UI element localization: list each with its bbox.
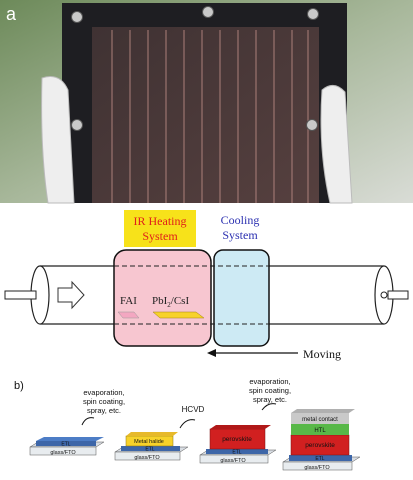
panel-a-photo: a bbox=[0, 0, 413, 204]
cooling-label-line2: System bbox=[222, 228, 258, 242]
right-glove bbox=[320, 85, 353, 204]
cooling-zone bbox=[213, 249, 270, 347]
ir-heating-label-line1: IR Heating bbox=[134, 214, 187, 228]
inlet-pipe bbox=[4, 290, 37, 300]
stack-4: metal contact HTL perovskite ETL glass/F… bbox=[282, 409, 361, 471]
panel-b: b) evaporation, spin coating, spray, etc… bbox=[14, 377, 361, 471]
stack2-etl: ETL bbox=[145, 447, 154, 453]
stack1-etl: ETL bbox=[61, 442, 70, 448]
step1-text-line1: evaporation, bbox=[83, 388, 124, 397]
module-cell-lines bbox=[111, 30, 309, 203]
step3-arrow-icon bbox=[261, 403, 277, 411]
step3-text-line3: spray, etc. bbox=[253, 395, 287, 404]
step1-arrow-icon bbox=[81, 417, 95, 426]
stack4-htl: HTL bbox=[314, 428, 326, 434]
stack-3: perovskite ETL glass/FTO bbox=[199, 425, 277, 464]
fai-label: FAI bbox=[120, 295, 137, 307]
step1-text-line2: spin coating, bbox=[83, 397, 125, 406]
stack-2: Metal halide ETL glass/FTO bbox=[114, 432, 189, 461]
stack3-etl: ETL bbox=[232, 450, 241, 456]
stack4-metal-contact: metal contact bbox=[302, 417, 338, 423]
step1-text-line3: spray, etc. bbox=[87, 406, 121, 415]
panel-a-label: a bbox=[6, 4, 17, 24]
stack4-glass: glass/FTO bbox=[304, 465, 330, 471]
stack4-perovskite: perovskite bbox=[305, 442, 335, 449]
tube-center-mark bbox=[380, 291, 388, 299]
step3-text-line1: evaporation, bbox=[249, 377, 290, 386]
step2-text: HCVD bbox=[182, 405, 205, 414]
pbi-csi-sample bbox=[152, 311, 205, 319]
left-glove bbox=[41, 76, 75, 204]
moving-arrow-icon bbox=[207, 349, 216, 357]
pbi-label: PbI2/CsI bbox=[152, 295, 189, 309]
ir-heating-zone bbox=[113, 249, 212, 347]
ir-heating-label-box bbox=[124, 210, 196, 247]
moving-label: Moving bbox=[303, 347, 341, 361]
stack2-glass: glass/FTO bbox=[134, 455, 160, 461]
ir-heating-label-line2: System bbox=[142, 229, 178, 243]
furnace-schematic: IR Heating System Cooling System FAI PbI… bbox=[4, 210, 409, 361]
frame-screws bbox=[71, 6, 319, 131]
step3-text-line2: spin coating, bbox=[249, 386, 291, 395]
stack1-glass: glass/FTO bbox=[50, 450, 76, 456]
gas-flow-arrow-icon bbox=[57, 280, 85, 310]
stack-1: ETL glass/FTO bbox=[29, 437, 105, 456]
fai-sample bbox=[117, 311, 140, 319]
outlet-pipe bbox=[387, 290, 409, 300]
stack4-etl: ETL bbox=[315, 456, 324, 462]
solar-module bbox=[92, 27, 319, 203]
panel-b-label: b) bbox=[14, 380, 24, 392]
stack3-perovskite: perovskite bbox=[222, 436, 252, 443]
stack3-glass: glass/FTO bbox=[220, 458, 246, 464]
step2-arrow-icon bbox=[179, 419, 196, 429]
stack2-metal-halide: Metal halide bbox=[134, 439, 164, 445]
cooling-label-line1: Cooling bbox=[221, 213, 260, 227]
